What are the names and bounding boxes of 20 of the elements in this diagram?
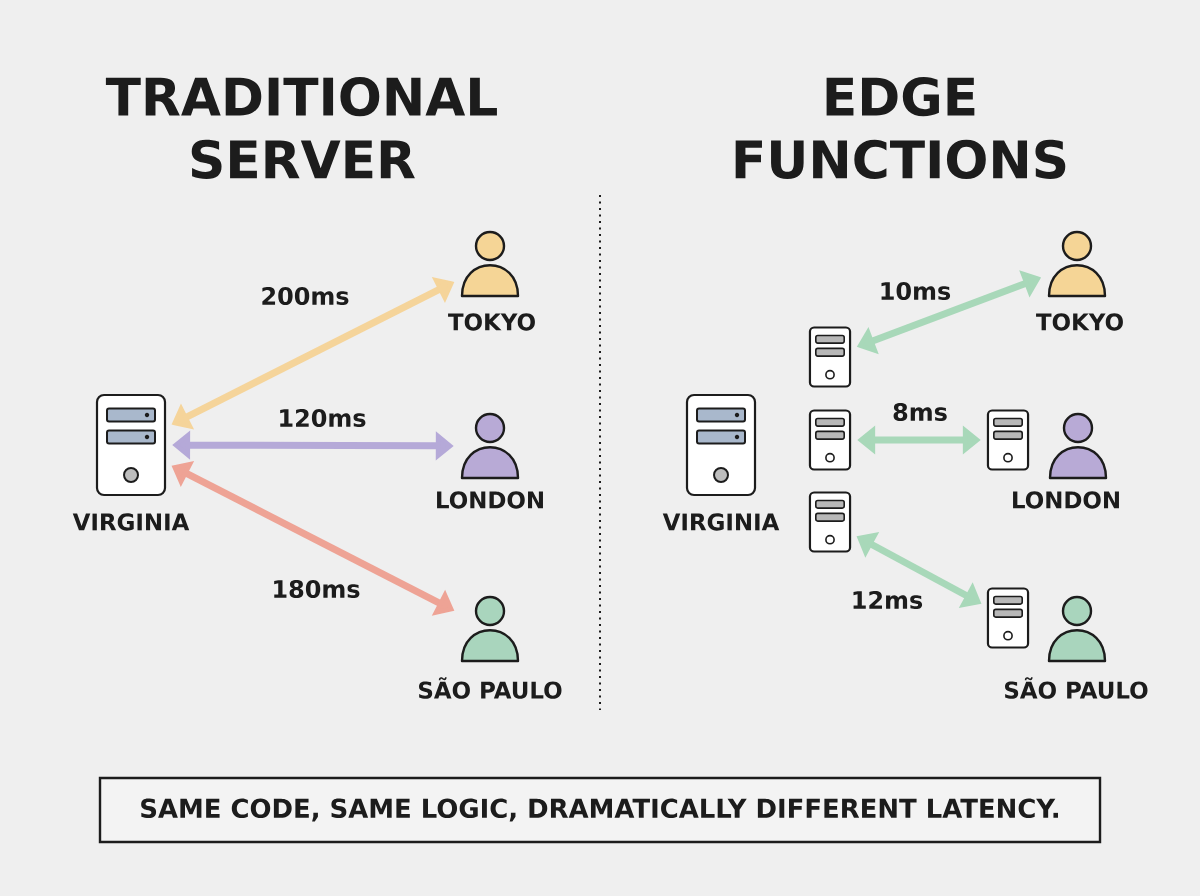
server-icon xyxy=(808,409,852,471)
place-label: TOKYO xyxy=(1036,313,1123,331)
server-icon xyxy=(808,326,852,388)
place-label: VIRGINIA xyxy=(72,513,190,531)
place-label: VIRGINIA xyxy=(662,513,780,531)
place-label: TOKYO xyxy=(448,313,535,331)
place-label: LONDON xyxy=(437,491,543,509)
place-label: SÃO PAULO xyxy=(1005,677,1148,699)
panel-title: TRADITIONAL SERVER xyxy=(105,77,497,179)
edge-label: 120ms xyxy=(275,406,369,430)
caption-box: SAME CODE, SAME LOGIC, DRAMATICALLY DIFFERENT LATENCY. xyxy=(98,776,1102,844)
place-label: LONDON xyxy=(1013,491,1119,509)
server-icon xyxy=(986,409,1030,471)
edge-label: 200ms xyxy=(258,284,352,308)
edge-label: 8ms xyxy=(890,400,950,424)
server-icon xyxy=(808,491,852,553)
server-icon xyxy=(986,587,1030,649)
edge-label: 180ms xyxy=(269,577,363,601)
place-label: SÃO PAULO xyxy=(419,677,562,699)
panel-title: EDGE FUNCTIONS xyxy=(735,77,1066,179)
